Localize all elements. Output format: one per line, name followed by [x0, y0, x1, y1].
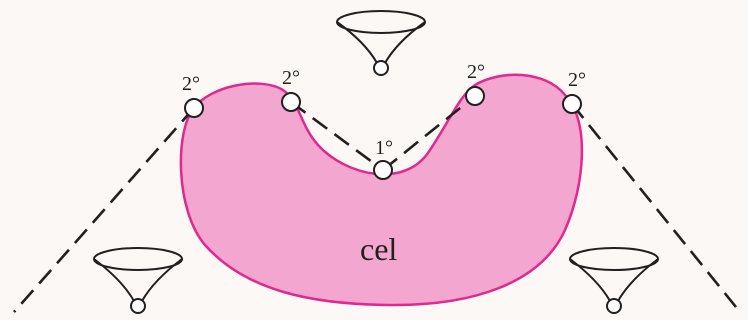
primary-label: 1° [375, 137, 393, 159]
secondary-node [282, 93, 300, 111]
secondary-node [185, 99, 203, 117]
cone-icon [570, 248, 658, 313]
primary-node [374, 161, 392, 179]
secondary-label: 2° [568, 69, 586, 91]
cone-icon [94, 248, 182, 313]
secondary-label: 2° [467, 61, 485, 83]
cone-icon [337, 11, 425, 75]
dashed-line-right [572, 104, 740, 312]
secondary-node [563, 95, 581, 113]
cell-body [181, 75, 582, 305]
dashed-line-left [14, 108, 194, 312]
secondary-node [466, 87, 484, 105]
secondary-label: 2° [282, 67, 300, 89]
cell-body-label: cel [360, 231, 397, 267]
secondary-label: 2° [182, 73, 200, 95]
